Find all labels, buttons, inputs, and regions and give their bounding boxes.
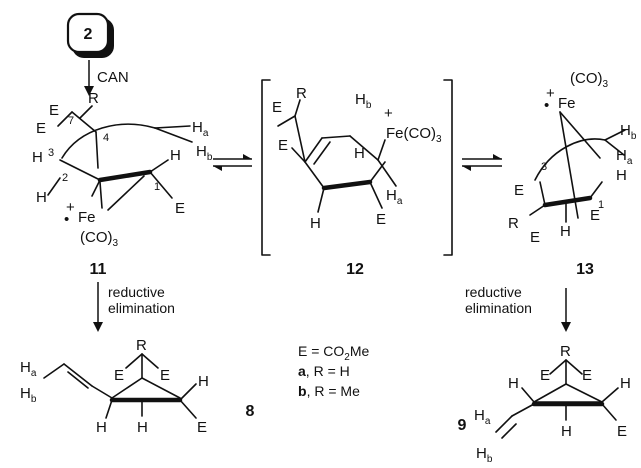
h-a-12: Ha (386, 187, 403, 207)
legend-ester-definition: E = CO2Me (298, 343, 370, 363)
charge-13: + (546, 85, 555, 102)
compound-9-label: 9 (458, 417, 467, 434)
ester-13-right: E (590, 207, 600, 224)
step-right-line1: reductive (465, 284, 522, 300)
equilibrium-arrow-1 (213, 154, 252, 171)
locant-3: 3 (48, 147, 54, 159)
c1-ester: E (175, 200, 185, 217)
h-12-bottom: H (310, 215, 321, 232)
h-3: H (32, 149, 43, 166)
c7-ester-top: E (49, 102, 59, 119)
r-group-8: R (136, 337, 147, 354)
h-2: H (36, 189, 47, 206)
h-8-bottom: H (137, 419, 148, 436)
h-9-right: H (620, 375, 631, 392)
substituent-legend: E = CO2Me a, R = H b, R = Me (298, 343, 370, 399)
compound-11: E R E 7 4 Ha Hb H 3 2 H H 1 E + • Fe (CO… (32, 90, 213, 278)
ester-13-bottom: E (530, 229, 540, 246)
reagent-can: CAN (97, 69, 129, 86)
c7-r-group: R (88, 90, 99, 107)
compound-2-badge: 2 (66, 12, 114, 58)
charge-12: + (384, 105, 393, 122)
legend-variant-b: b, R = Me (298, 383, 360, 399)
locant-1: 1 (154, 181, 160, 193)
r-group-9: R (560, 343, 571, 360)
h-8-right: H (198, 373, 209, 390)
equilibrium-arrow-2 (462, 154, 502, 171)
compound-9: R H E E H Ha Hb H E 9 (458, 343, 631, 465)
can-arrow: CAN (84, 60, 129, 96)
iron-13: Fe (558, 95, 576, 112)
carbonyls-11: (CO)3 (80, 229, 119, 249)
step-left-line2: elimination (108, 300, 175, 316)
r-group-13: R (508, 215, 519, 232)
locant-2: 2 (62, 172, 68, 184)
h-b-12: Hb (355, 91, 372, 111)
c7-ester-bottom: E (36, 120, 46, 137)
locant-1-13: 1 (598, 199, 604, 211)
h-b-8: Hb (20, 385, 37, 405)
h-b-9: Hb (476, 445, 493, 465)
ester-13-top: E (514, 182, 524, 199)
compound-2-label: 2 (84, 26, 93, 43)
h-13-bottom: H (560, 223, 571, 240)
carbonyls-13: (CO)3 (570, 70, 609, 90)
h-9-left: H (508, 375, 519, 392)
ester-8-bottom: E (197, 419, 207, 436)
h-b: Hb (196, 143, 213, 163)
iron-12: Fe(CO)3 (386, 125, 442, 145)
ester-9-left: E (540, 367, 550, 384)
locant-4: 4 (103, 132, 109, 144)
h-a-13: Ha (616, 147, 633, 167)
legend-variant-a: a, R = H (298, 363, 350, 379)
ester-12-top: E (272, 99, 282, 116)
iron-11: Fe (78, 209, 96, 226)
h-a: Ha (192, 119, 209, 139)
radical-dot-13: • (544, 97, 549, 114)
ester-9-bottom: E (617, 423, 627, 440)
compound-13: (CO)3 + • Fe Hb Ha H 3 1 E R E H E 13 (508, 70, 637, 278)
ester-9-right: E (582, 367, 592, 384)
ester-8-left: E (114, 367, 124, 384)
radical-dot: • (64, 211, 69, 228)
reductive-elimination-left: reductive elimination (93, 282, 175, 332)
locant-3-13: 3 (541, 161, 547, 173)
ester-12-left: E (278, 137, 288, 154)
h-1-13: H (616, 167, 627, 184)
h-9-bottom: H (561, 423, 572, 440)
compound-8-label: 8 (246, 403, 255, 420)
cation-charge: + (66, 199, 75, 216)
reductive-elimination-right: reductive elimination (465, 284, 571, 332)
h-a-9: Ha (474, 407, 491, 427)
h-a-8: Ha (20, 359, 37, 379)
compound-13-label: 13 (576, 261, 594, 278)
ester-12-bottom: E (376, 211, 386, 228)
compound-12-label: 12 (346, 261, 364, 278)
ester-8-right: E (160, 367, 170, 384)
compound-11-label: 11 (90, 261, 107, 278)
h-1: H (170, 147, 181, 164)
step-right-line2: elimination (465, 300, 532, 316)
h-12-center: H (354, 145, 365, 162)
h-b-13: Hb (620, 122, 637, 142)
r-group-12: R (296, 85, 307, 102)
compound-12: E R E Hb + Fe(CO)3 H Ha H E 12 (261, 79, 453, 278)
h-8-left: H (96, 419, 107, 436)
locant-7: 7 (68, 115, 74, 127)
step-left-line1: reductive (108, 284, 165, 300)
compound-8: Ha Hb R E E H H H E 8 (20, 337, 255, 436)
